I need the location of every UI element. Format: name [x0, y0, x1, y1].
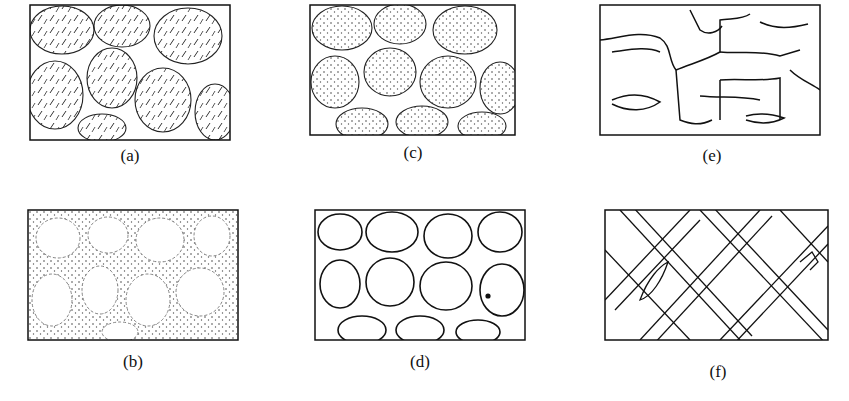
panel-frame: [310, 5, 515, 135]
panel-frame: [28, 210, 238, 340]
panel-f-plates: [605, 210, 828, 340]
panel-c-grains: [311, 5, 515, 135]
panel-e-network: [600, 10, 820, 124]
panel-label: (d): [410, 352, 430, 372]
panel-frame: [605, 210, 828, 340]
panel-frame: [30, 5, 230, 140]
panel-frame: [315, 210, 525, 340]
panel-b-grains: [28, 210, 238, 340]
panel-label: (f): [710, 362, 727, 382]
panel-frame: [600, 5, 820, 135]
panel-d-grains: [318, 212, 524, 340]
panel-a-grains: [30, 5, 230, 140]
panel-label: (b): [123, 352, 143, 372]
panel-label: (c): [404, 143, 423, 163]
panel-label: (a): [121, 146, 140, 166]
panel-label: (e): [703, 146, 722, 166]
